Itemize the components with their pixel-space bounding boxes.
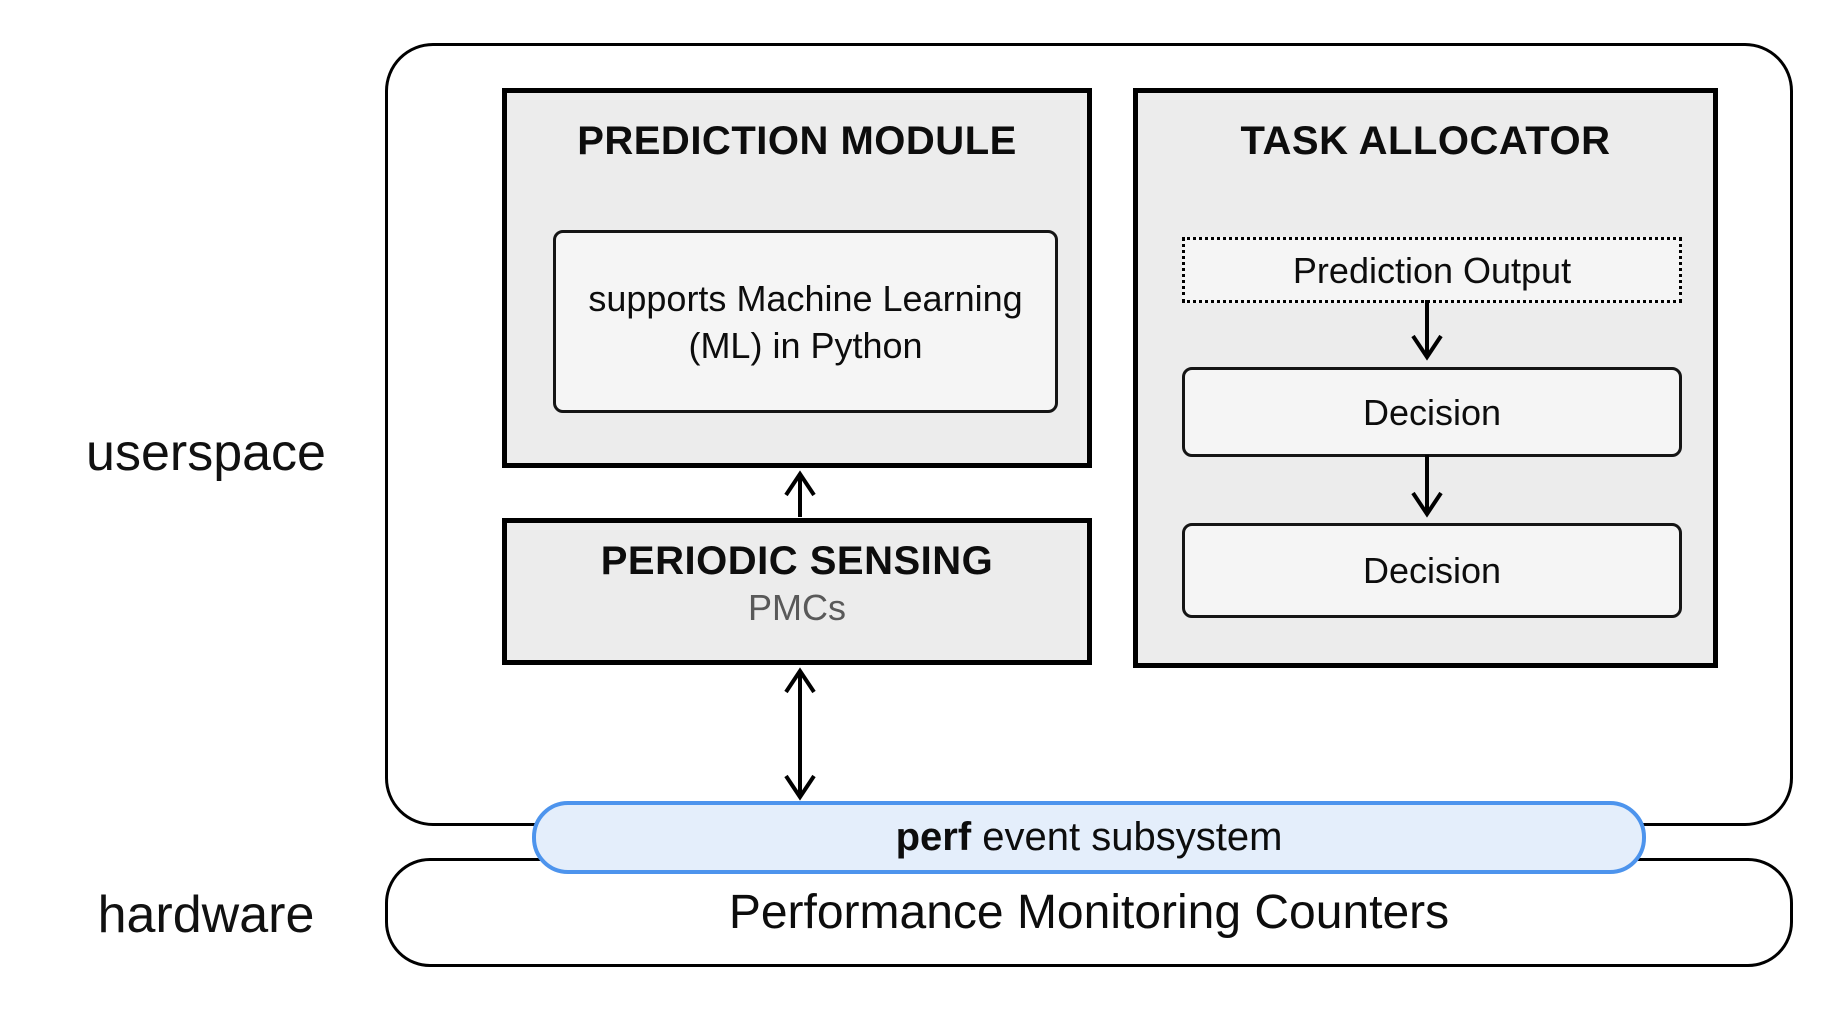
pmcs-label: PMCs [748,587,846,628]
periodic-sensing-box: PERIODIC SENSING PMCs [502,518,1092,665]
hardware-container: Performance Monitoring Counters [385,858,1793,967]
perf-label-bold: perf [895,815,972,859]
ml-note-line1: supports Machine Learning [588,277,1023,319]
ml-note-line2: (ML) in Python [688,324,923,366]
decision-box-1: Decision [1182,367,1682,457]
performance-monitoring-counters-label: Performance Monitoring Counters [728,886,1450,939]
userspace-label: userspace [86,424,326,482]
decision-label-2: Decision [1362,550,1502,591]
prediction-output-box: Prediction Output [1182,237,1682,303]
prediction-module-box: PREDICTION MODULE supports Machine Learn… [502,88,1092,468]
decision-label-1: Decision [1362,391,1502,433]
periodic-sensing-title: PERIODIC SENSING [600,539,994,583]
prediction-module-title: PREDICTION MODULE [577,119,1017,163]
ml-note-box: supports Machine Learning (ML) in Python [553,230,1058,413]
decision-box-2: Decision [1182,523,1682,618]
hardware-label: hardware [97,886,315,944]
perf-event-subsystem-pill: perf event subsystem [532,801,1646,874]
task-allocator-title: TASK ALLOCATOR [1240,119,1611,163]
perf-label-rest: event subsystem [971,815,1283,859]
task-allocator-box: TASK ALLOCATOR Prediction Output Decisio… [1133,88,1718,668]
prediction-output-label: Prediction Output [1292,249,1572,291]
